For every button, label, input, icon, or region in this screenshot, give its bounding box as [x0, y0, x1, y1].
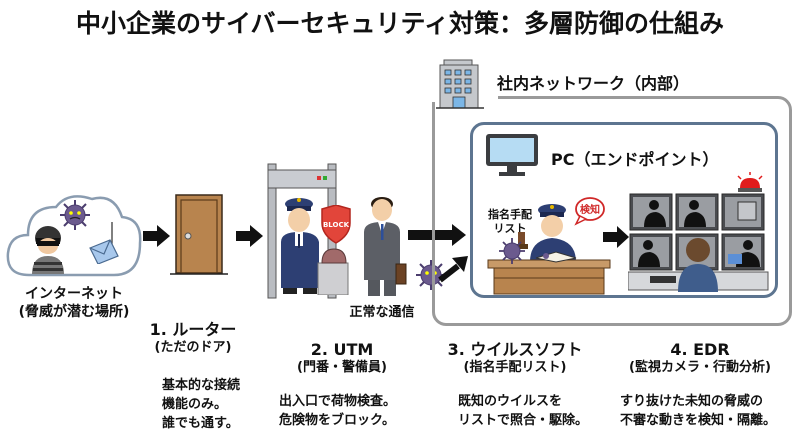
virus-icon — [416, 260, 446, 290]
door-icon — [170, 194, 228, 275]
infiltration-arrow — [438, 256, 468, 283]
wanted-list-label: 指名手配 リスト — [488, 208, 532, 235]
businessman-icon — [364, 197, 407, 296]
layer-3-description: 既知のウイルスを リストで照合・駆除。 — [458, 394, 589, 428]
office-building-icon — [436, 59, 484, 109]
alarm-light-icon — [737, 172, 763, 192]
layer-3-subtitle: (指名手配リスト) — [463, 360, 567, 375]
virus-icon — [60, 200, 90, 230]
layer-3-antivirus: 3. ウイルスソフト (指名手配リスト) — [440, 340, 590, 376]
layer-2-subtitle: (門番・警備員) — [297, 360, 387, 375]
endpoint-boundary — [470, 122, 778, 298]
surveillance-monitors-icon — [628, 172, 769, 292]
detect-bubble-icon: 検知 — [574, 197, 605, 226]
layer-4-title: 4. EDR — [670, 340, 730, 359]
layer-4-edr: 4. EDR (監視カメラ・行動分析) — [610, 340, 790, 376]
police-desk-icon — [487, 204, 611, 295]
layer-4-subtitle: (監視カメラ・行動分析) — [629, 360, 771, 375]
internet-title: インターネット — [25, 286, 123, 302]
layer-3-title: 3. ウイルスソフト — [447, 340, 583, 359]
layer-1-title: 1. ルーター — [149, 320, 237, 339]
block-label: BLOCK — [323, 221, 350, 229]
page-title: 中小企業のサイバーセキュリティ対策：多層防御の仕組み — [75, 9, 724, 38]
monitor-icon — [486, 134, 538, 176]
internal-network-label: 社内ネットワーク（内部） — [497, 74, 690, 93]
baggage-check-icon: BLOCK — [317, 205, 351, 295]
layer-2-utm: 2. UTM (門番・警備員) — [272, 340, 412, 376]
detect-label: 検知 — [580, 203, 600, 216]
thief-icon — [32, 226, 64, 274]
layer-1-description: 基本的な接続 機能のみ。 誰でも通す。 — [162, 378, 241, 431]
layer-1-router: 1. ルーター (ただのドア) — [138, 320, 248, 356]
layer-4-description: すり抜けた未知の脅威の 不審な動きを検知・隔離。 — [620, 394, 777, 428]
layer-2-description: 出入口で荷物検査。 危険物をブロック。 — [279, 394, 397, 428]
phishing-email-icon — [89, 222, 119, 264]
endpoint-label: PC（エンドポイント） — [551, 150, 719, 169]
layer-1-subtitle: (ただのドア) — [154, 340, 232, 355]
layer-2-title: 2. UTM — [310, 340, 374, 359]
internet-subtitle: (脅威が潜む場所) — [18, 304, 130, 320]
internet-label: インターネット (脅威が潜む場所) — [0, 285, 148, 321]
normal-traffic-label: 正常な通信 — [349, 305, 415, 320]
internal-network-boundary — [432, 96, 792, 326]
